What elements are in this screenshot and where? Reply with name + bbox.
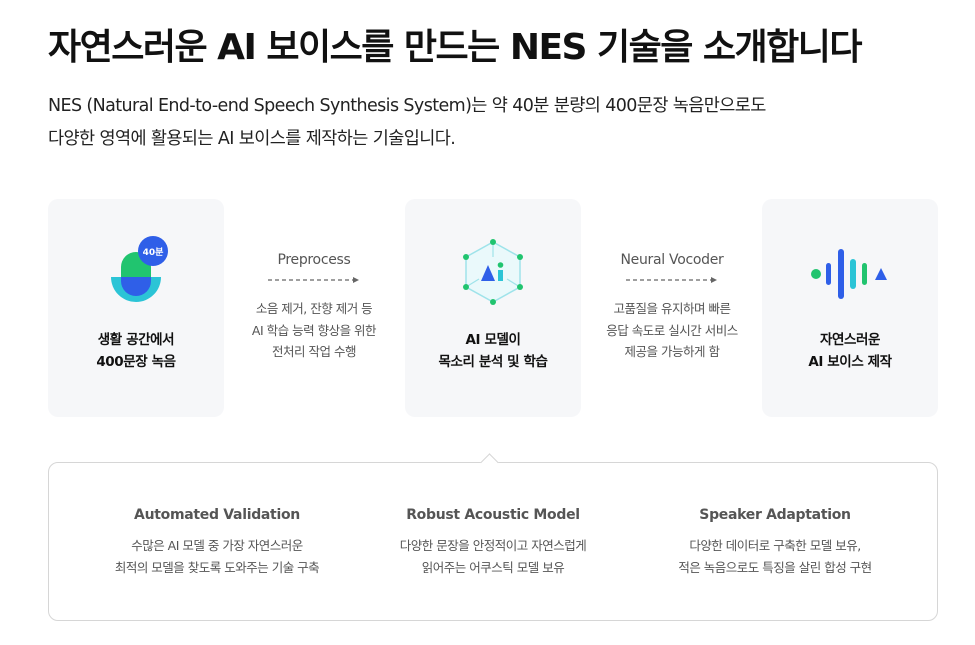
feature-speaker-adaptation: Speaker Adaptation 다양한 데이터로 구축한 모델 보유, 적… — [627, 507, 923, 579]
feature-description: 수많은 AI 모델 중 가장 자연스러운 최적의 모델을 찾도록 도와주는 기술… — [69, 535, 365, 579]
step-title: Preprocess — [277, 252, 351, 268]
recording-card: 40분 생활 공간에서 400문장 녹음 — [48, 199, 224, 417]
feature-title: Automated Validation — [134, 507, 300, 523]
card-label-line: 목소리 분석 및 학습 — [438, 354, 548, 370]
feature-description-line: 적은 녹음으로도 특징을 살린 합성 구현 — [678, 560, 872, 575]
feature-description-line: 최적의 모델을 찾도록 도와주는 기술 구축 — [114, 560, 320, 575]
card-label: AI 모델이 목소리 분석 및 학습 — [405, 329, 581, 373]
step-description-line: 고품질을 유지하며 빠른 — [613, 301, 731, 316]
description-line: NES (Natural End-to-end Speech Synthesis… — [48, 96, 766, 116]
card-label: 생활 공간에서 400문장 녹음 — [48, 329, 224, 373]
ai-voice-card: 자연스러운 AI 보이스 제작 — [762, 199, 938, 417]
features-panel: Automated Validation 수많은 AI 모델 중 가장 자연스러… — [48, 453, 938, 621]
feature-title: Speaker Adaptation — [699, 507, 851, 523]
card-label: 자연스러운 AI 보이스 제작 — [762, 329, 938, 373]
arrow-right-icon — [626, 277, 717, 283]
feature-description: 다양한 데이터로 구축한 모델 보유, 적은 녹음으로도 특징을 살린 합성 구… — [627, 535, 923, 579]
feature-description: 다양한 문장을 안정적이고 자연스럽게 읽어주는 어쿠스틱 모델 보유 — [345, 535, 641, 579]
step-description-line: AI 학습 능력 향상을 위한 — [251, 322, 377, 338]
card-label-line: 생활 공간에서 — [97, 332, 175, 348]
soundwave-icon — [762, 235, 938, 315]
card-label-line: AI 보이스 제작 — [808, 354, 892, 370]
feature-title: Robust Acoustic Model — [406, 507, 580, 523]
intro-description: NES (Natural End-to-end Speech Synthesis… — [48, 90, 766, 156]
description-line: 다양한 영역에 활용되는 AI 보이스를 제작하는 기술입니다. — [48, 129, 456, 149]
microphone-icon: 40분 — [48, 235, 224, 315]
card-label-line: 400문장 녹음 — [96, 354, 176, 370]
neural-vocoder-step: Neural Vocoder 고품질을 유지하며 빠른 응답 속도로 실시간 서… — [592, 252, 752, 363]
ai-cube-icon — [405, 235, 581, 315]
step-description: 소음 제거, 잔향 제거 등 AI 학습 능력 향상을 위한 전처리 작업 수행 — [234, 298, 394, 363]
page-title: 자연스러운 AI 보이스를 만드는 NES 기술을 소개합니다 — [48, 27, 863, 68]
recording-duration-badge: 40분 — [143, 247, 164, 258]
panel-pointer — [480, 453, 499, 472]
step-description-line: 응답 속도로 실시간 서비스 — [606, 322, 738, 338]
step-description: 고품질을 유지하며 빠른 응답 속도로 실시간 서비스 제공을 가능하게 함 — [592, 298, 752, 363]
feature-automated-validation: Automated Validation 수많은 AI 모델 중 가장 자연스러… — [69, 507, 365, 579]
feature-description-line: 다양한 데이터로 구축한 모델 보유, — [689, 538, 861, 553]
preprocess-step: Preprocess 소음 제거, 잔향 제거 등 AI 학습 능력 향상을 위… — [234, 252, 394, 363]
arrow-right-icon — [268, 277, 359, 283]
feature-description-line: 읽어주는 어쿠스틱 모델 보유 — [421, 560, 565, 575]
step-title: Neural Vocoder — [620, 252, 724, 268]
card-label-line: 자연스러운 — [819, 332, 881, 348]
ai-model-card: AI 모델이 목소리 분석 및 학습 — [405, 199, 581, 417]
step-description-line: 소음 제거, 잔향 제거 등 — [255, 301, 373, 316]
feature-description-line: 다양한 문장을 안정적이고 자연스럽게 — [399, 538, 587, 553]
step-description-line: 전처리 작업 수행 — [272, 344, 356, 359]
card-label-line: AI 모델이 — [465, 332, 521, 348]
step-description-line: 제공을 가능하게 함 — [624, 344, 720, 359]
feature-description-line: 수많은 AI 모델 중 가장 자연스러운 — [131, 538, 303, 553]
feature-robust-acoustic-model: Robust Acoustic Model 다양한 문장을 안정적이고 자연스럽… — [345, 507, 641, 579]
